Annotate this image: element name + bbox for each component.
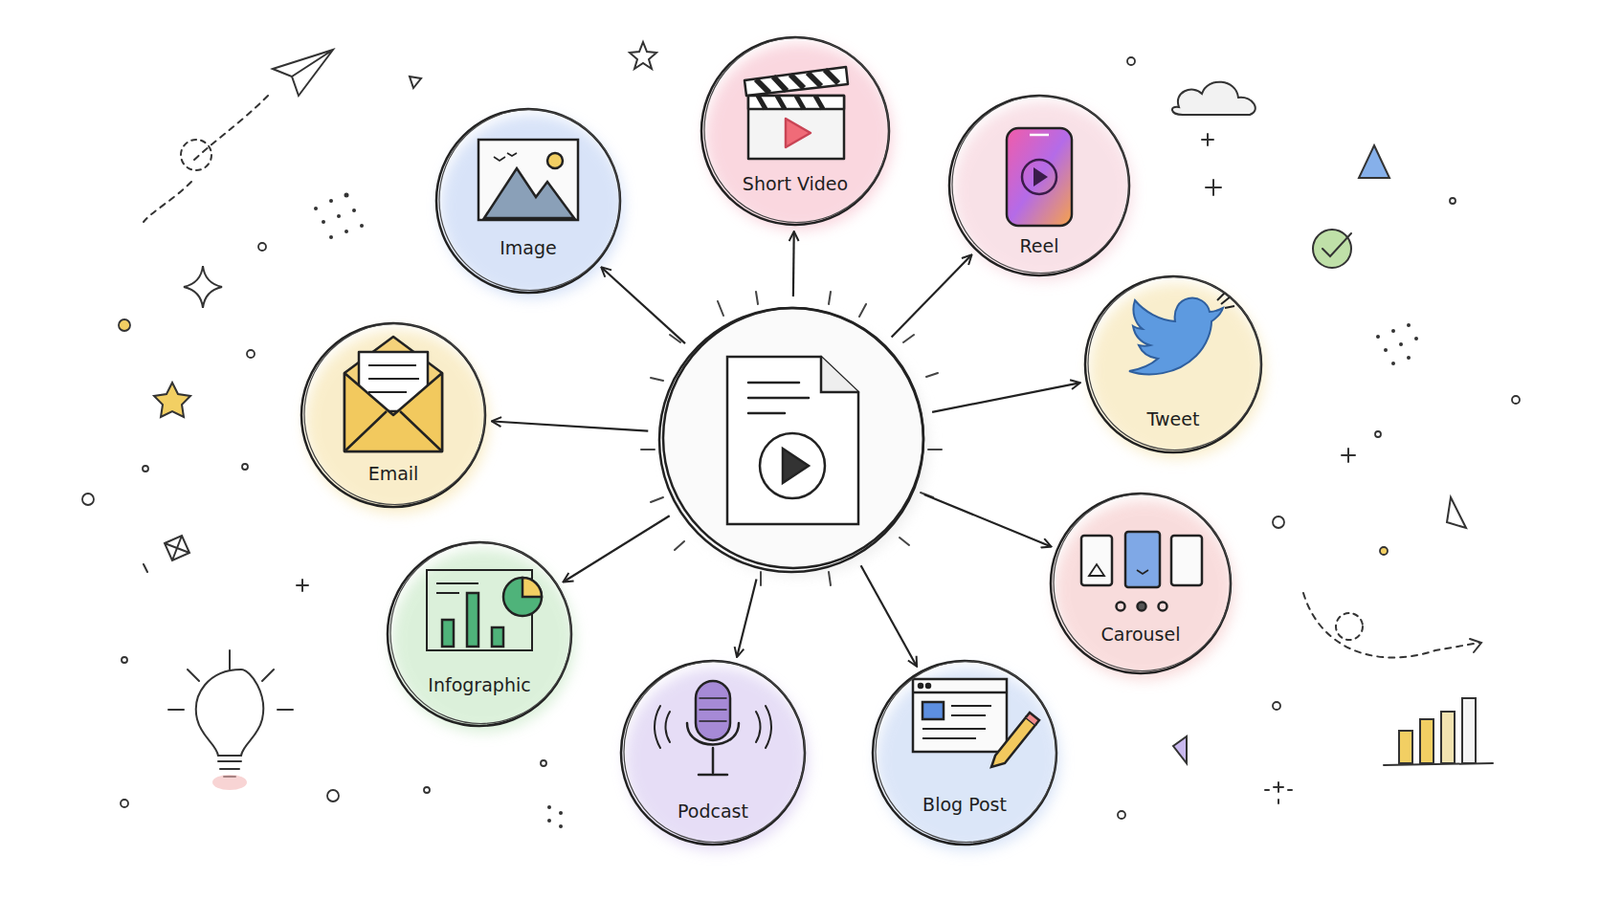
radiating-arrow [924,494,1051,547]
center-document [641,291,942,586]
circle-outline [434,107,623,295]
format-circle: Reel [947,93,1132,278]
format-label: Blog Post [870,794,1059,816]
format-circle: Image [434,107,623,295]
microphone-icon [654,681,772,776]
glows [305,43,1266,852]
radiating-arrow [792,232,796,297]
format-label: Image [434,237,623,259]
circle-outline [1048,491,1233,676]
circle-outline [699,35,891,227]
envelope-icon [344,336,443,452]
format-circle: Carousel [1048,491,1233,676]
format-circle: Short Video [699,35,891,227]
format-circle: Email [299,321,488,510]
format-label: Reel [947,235,1132,257]
circle-outline [385,540,574,729]
format-label: Infographic [385,674,574,696]
radiating-arrow [601,267,686,344]
radiating-arrow [891,255,972,337]
circle-outline [870,659,1059,847]
format-circle: Infographic [385,540,574,729]
format-label: Carousel [1048,623,1233,645]
chart-icon [426,570,542,651]
format-label: Short Video [699,173,891,195]
clapperboard-icon [744,66,848,159]
format-circle: Podcast [619,659,807,847]
phone-reel-icon [1006,128,1072,226]
doodles [143,42,1493,804]
radiating-arrow [492,422,649,432]
format-circle: Blog Post [870,659,1059,847]
bird-icon [1129,292,1235,375]
format-circle: Tweet [1083,274,1264,455]
browser-icon [912,679,1040,768]
radiating-arrow [861,565,917,667]
carousel-icon [1081,532,1202,612]
circles [82,57,1520,820]
format-label: Tweet [1083,408,1264,430]
image-icon [478,139,578,221]
radiating-arrow [563,515,669,582]
format-label: Email [299,463,488,485]
format-label: Podcast [619,800,807,823]
radiating-arrow [932,382,1080,413]
dots [313,193,1419,830]
radiating-arrow [736,579,756,658]
